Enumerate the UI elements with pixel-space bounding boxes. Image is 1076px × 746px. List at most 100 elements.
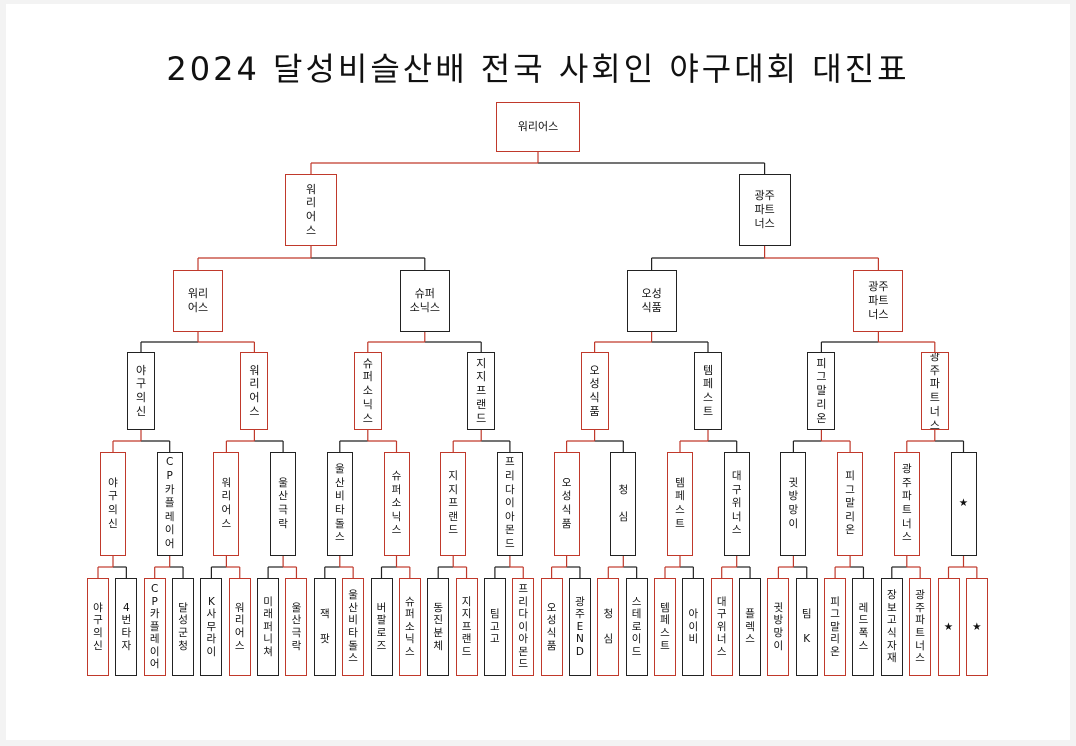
team-name: 잭 팟 [319, 608, 330, 646]
r32-team-box: ★ [937, 578, 960, 676]
team-name: 워리 어스 [187, 287, 209, 314]
team-name: 청 심 [603, 608, 614, 646]
team-name: 워 리 어 스 [305, 182, 317, 237]
team-name: 광주 파트 너스 [868, 280, 889, 321]
team-name: 워리어스 [517, 120, 559, 134]
r16-team-box: 청 심 [610, 452, 637, 556]
r32-team-box: 청 심 [597, 578, 620, 676]
final-team-box: 워 리 어 스 [285, 174, 337, 246]
final-team-box: 광주 파트 너스 [738, 174, 791, 246]
r32-team-box: 팀 K [795, 578, 818, 676]
team-name: ★ [958, 497, 969, 510]
team-name: 슈퍼 소닉스 [409, 287, 440, 314]
r16-team-box: ★ [950, 452, 977, 556]
r32-team-box: ★ [965, 578, 988, 676]
team-name: 청 심 [618, 483, 629, 523]
team-name: 팀 K [801, 608, 812, 646]
r32-team-box: 잭 팟 [313, 578, 336, 676]
sf-team-box: 광주 파트 너스 [853, 270, 904, 332]
team-name: 오성 식품 [641, 287, 662, 314]
